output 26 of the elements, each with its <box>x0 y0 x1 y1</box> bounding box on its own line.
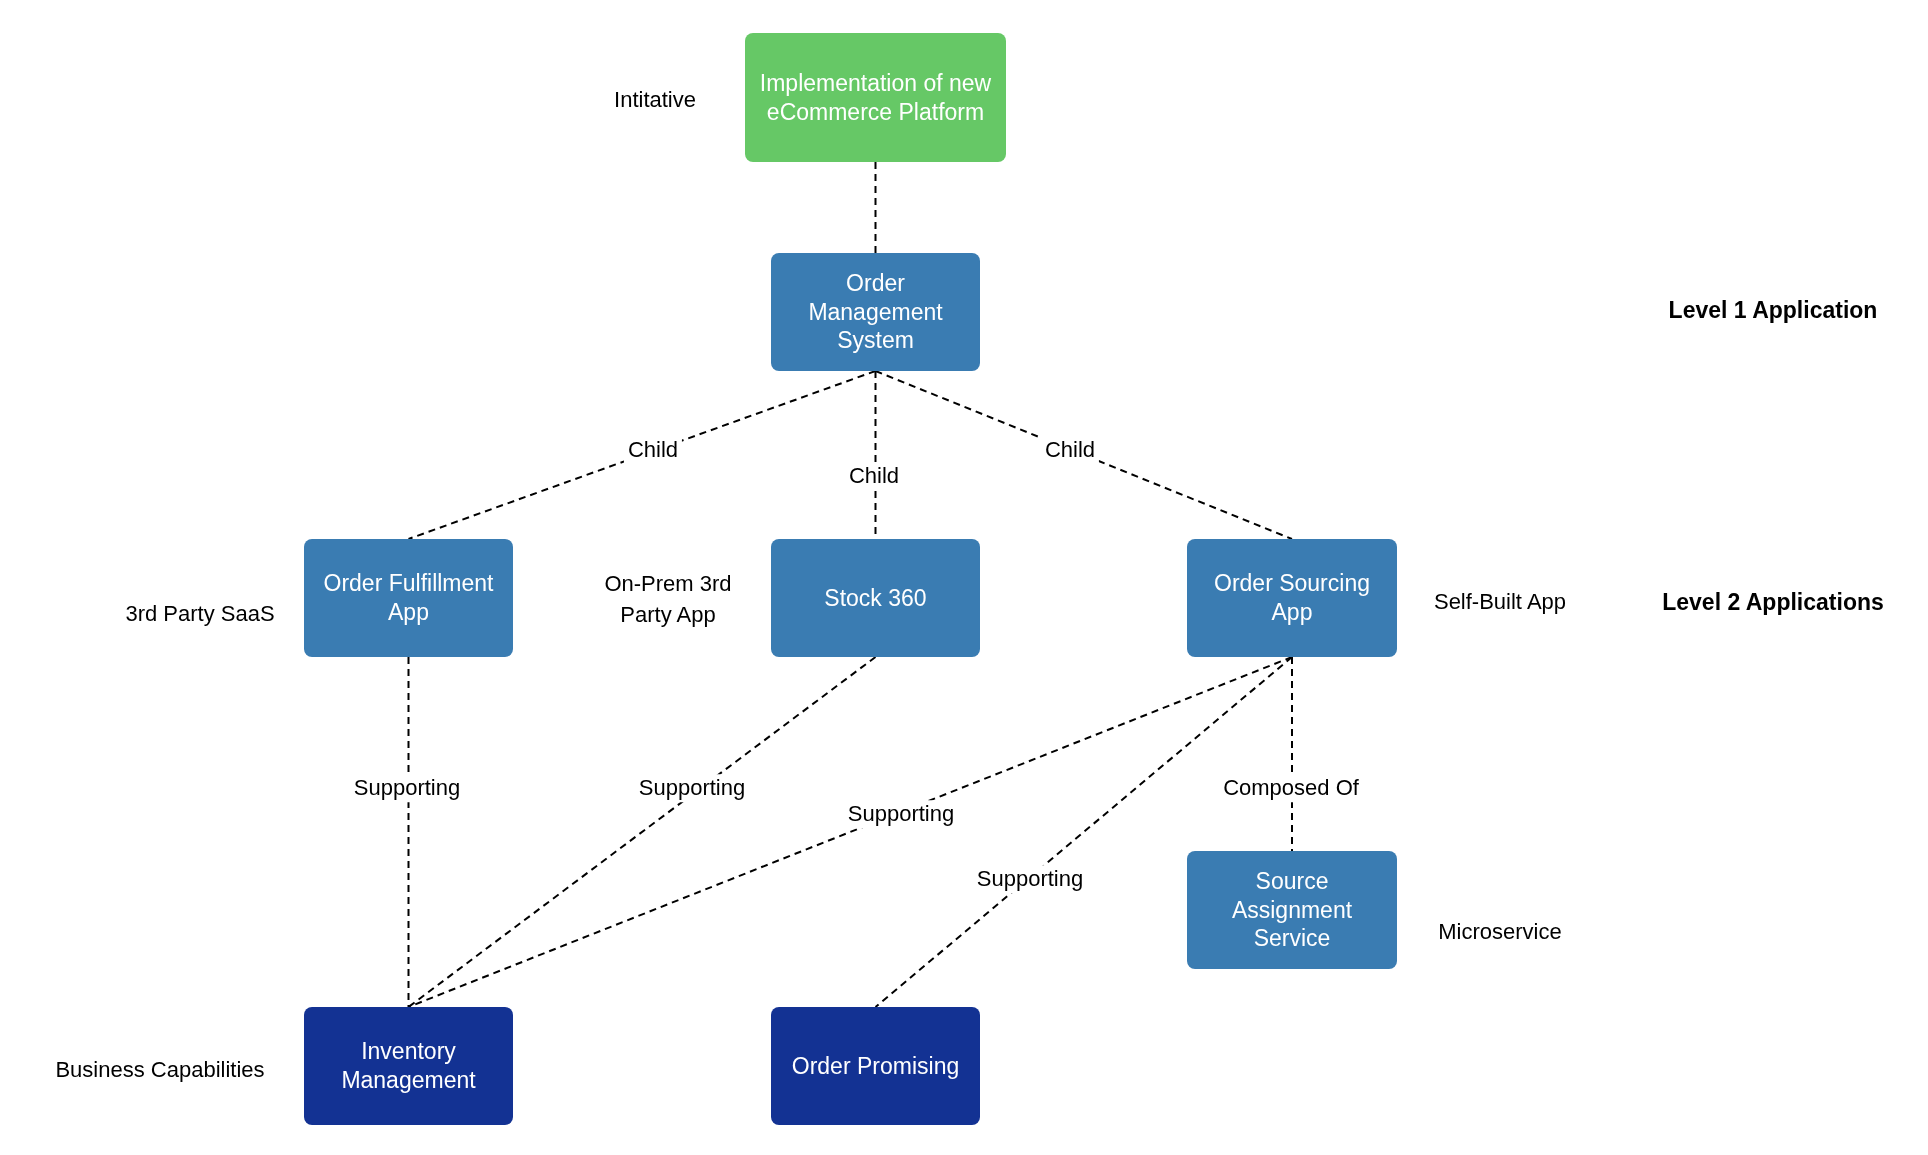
type-label: Intitative <box>613 85 697 114</box>
dashed-connector <box>407 656 1293 1008</box>
dashed-connector <box>874 161 877 254</box>
dashed-connector <box>407 656 877 1008</box>
type-label: Microservice <box>1437 917 1563 946</box>
dashed-connector <box>1291 656 1293 852</box>
application-box: Inventory Management <box>304 1007 513 1125</box>
application-box: Stock 360 <box>771 539 980 657</box>
dashed-connector <box>874 656 1293 1008</box>
application-box: Order Sourcing App <box>1187 539 1397 657</box>
application-box: Order Fulfillment App <box>304 539 513 657</box>
type-label: On-Prem 3rd Party App <box>603 570 733 629</box>
level-label: Level 2 Applications <box>1662 587 1884 617</box>
dashed-connector <box>407 370 877 540</box>
edge-label: Child <box>1040 436 1100 464</box>
type-label: Self-Built App <box>1432 587 1568 616</box>
application-box: Order Management System <box>771 253 980 371</box>
type-label: 3rd Party SaaS <box>124 599 276 628</box>
dashed-connector <box>407 656 410 1008</box>
level-label: Level 1 Application <box>1668 295 1878 325</box>
application-box: Order Promising <box>771 1007 980 1125</box>
edge-label: Child <box>623 436 683 464</box>
application-box: Source Assignment Service <box>1187 851 1397 969</box>
dashed-connector <box>874 370 1293 540</box>
type-label: Business Capabilities <box>54 1055 266 1084</box>
application-box: Implementation of new eCommerce Platform <box>745 33 1006 162</box>
